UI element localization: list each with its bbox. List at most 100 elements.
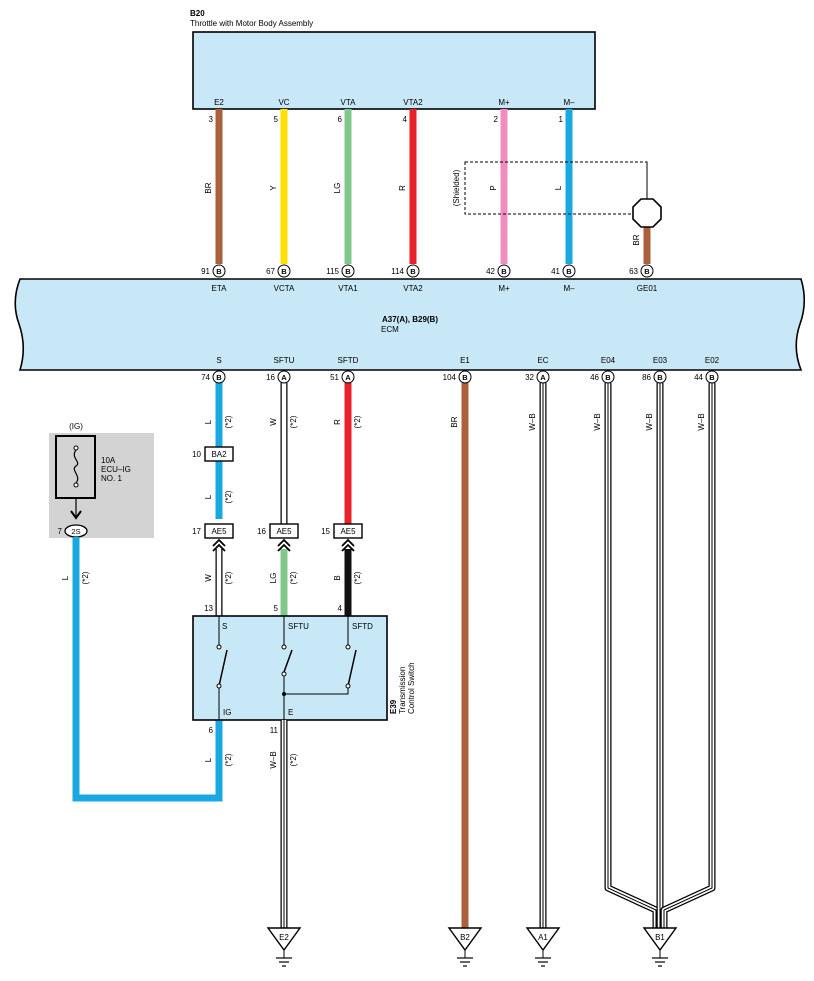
svg-text:15: 15 xyxy=(321,527,330,536)
throttle-pin-vta: VTA xyxy=(341,98,357,107)
switch-pin-label: SFTU xyxy=(288,622,309,631)
throttle-id: B20 xyxy=(190,9,205,18)
junction-ba2-num: 10 xyxy=(192,450,201,459)
junction-ae5: AE5 15 xyxy=(321,523,363,552)
wire-label: W xyxy=(269,418,278,426)
throttle-pin-e2: E2 xyxy=(214,98,224,107)
svg-text:A: A xyxy=(540,373,546,382)
wire-note: (*2) xyxy=(224,415,233,428)
ecm-bottom-label: EC xyxy=(537,356,548,365)
ecm-bottom-label: S xyxy=(216,356,221,365)
fuse-name: NO. 1 xyxy=(101,474,122,483)
svg-text:41: 41 xyxy=(551,267,560,276)
ecm-top-pin: B 91 ETA xyxy=(201,264,228,293)
svg-text:A: A xyxy=(345,373,351,382)
svg-text:B: B xyxy=(216,267,222,276)
svg-text:A: A xyxy=(281,373,287,382)
svg-text:114: 114 xyxy=(391,267,404,276)
wire-label: R xyxy=(333,419,342,425)
svg-text:B: B xyxy=(501,267,507,276)
throttle-pin-num: 5 xyxy=(274,115,279,124)
ecm-top-pin: B 63 GE01 xyxy=(629,264,658,293)
switch-bottom-num: 6 xyxy=(209,726,214,735)
svg-text:ETA: ETA xyxy=(212,284,228,293)
switch-pin-num: 13 xyxy=(204,604,213,613)
ecm-top-pin: B 67 VCTA xyxy=(266,264,295,293)
wire-label: W–B xyxy=(593,413,602,430)
svg-text:AE5: AE5 xyxy=(211,527,227,536)
svg-text:B: B xyxy=(657,373,663,382)
svg-text:E2: E2 xyxy=(279,933,289,942)
svg-text:VTA1: VTA1 xyxy=(338,284,358,293)
svg-text:115: 115 xyxy=(326,267,339,276)
svg-text:M–: M– xyxy=(563,284,575,293)
switch-name: Control Switch xyxy=(407,662,416,714)
junction-ae5: AE5 17 xyxy=(192,523,234,552)
wire-label: L xyxy=(554,185,563,190)
svg-text:46: 46 xyxy=(590,373,599,382)
svg-text:B: B xyxy=(345,267,351,276)
ecm-bottom-pin: B 46 xyxy=(590,370,615,384)
svg-text:42: 42 xyxy=(486,267,495,276)
wire-note: (*2) xyxy=(289,415,298,428)
switch-contact xyxy=(216,616,228,720)
wire-note: (*2) xyxy=(289,753,298,766)
svg-text:63: 63 xyxy=(629,267,638,276)
svg-text:B: B xyxy=(709,373,715,382)
wire-label: LG xyxy=(269,573,278,584)
svg-text:VCTA: VCTA xyxy=(274,284,295,293)
fuse-terminal xyxy=(73,445,79,451)
ground-a1: A1 xyxy=(525,927,561,967)
wire-label: W–B xyxy=(269,751,278,768)
ground-b1: B1 xyxy=(642,927,678,967)
ecm-top-pin: B 115 VTA1 xyxy=(326,264,358,293)
wire-label: W xyxy=(204,574,213,582)
switch-bottom-label: IG xyxy=(223,708,231,717)
svg-text:91: 91 xyxy=(201,267,210,276)
wire-label: W–B xyxy=(528,413,537,430)
wire-label: B xyxy=(333,575,342,580)
shielded-label: (Shielded) xyxy=(452,169,461,206)
ecm-bottom-pin: A 16 xyxy=(266,370,291,384)
fuse-rating: 10A xyxy=(101,456,116,465)
throttle-pin-num: 4 xyxy=(403,115,408,124)
fuse-icon xyxy=(73,449,79,484)
svg-text:VTA2: VTA2 xyxy=(403,284,423,293)
svg-text:B: B xyxy=(281,267,287,276)
ground-e2: E2 xyxy=(266,927,302,967)
ground-b2: B2 xyxy=(447,927,483,967)
wire-e0x-bundle xyxy=(604,383,716,928)
fuse-name: ECU–IG xyxy=(101,465,131,474)
wire-label: W–B xyxy=(697,413,706,430)
svg-text:B2: B2 xyxy=(460,933,470,942)
svg-text:B: B xyxy=(410,267,416,276)
fuse-ig-label: (IG) xyxy=(69,422,83,431)
junction-ba2 xyxy=(204,446,234,462)
connector-2s-num: 7 xyxy=(58,527,63,536)
throttle-pin-num: 1 xyxy=(559,115,564,124)
switch-name: Transmission xyxy=(398,667,407,714)
ecm-top-pin: B 114 VTA2 xyxy=(391,264,423,293)
wire-label: BR xyxy=(450,416,459,427)
junction-ba2-name: BA2 xyxy=(211,450,227,459)
wire-note: (*2) xyxy=(81,571,90,584)
svg-text:16: 16 xyxy=(257,527,266,536)
ecm-bottom-label: SFTU xyxy=(274,356,295,365)
svg-text:A1: A1 xyxy=(538,933,548,942)
switch-bottom-label: E xyxy=(288,708,293,717)
ecm-id: A37(A), B29(B) xyxy=(382,315,438,324)
svg-text:86: 86 xyxy=(642,373,651,382)
ecm-top-pin: B 42 M+ xyxy=(486,264,511,293)
ecm-bottom-label: SFTD xyxy=(338,356,359,365)
transmission-control-switch xyxy=(192,615,388,721)
switch-id: E39 xyxy=(389,699,398,714)
ecm-bottom-pin: B 74 xyxy=(201,370,226,384)
ecm-bottom-label: E04 xyxy=(601,356,616,365)
svg-text:32: 32 xyxy=(525,373,534,382)
wire-label: Y xyxy=(269,185,278,191)
wire-note: (*2) xyxy=(224,490,233,503)
shield-ground-octagon xyxy=(632,198,662,228)
svg-text:74: 74 xyxy=(201,373,210,382)
switch-contact xyxy=(282,616,357,696)
